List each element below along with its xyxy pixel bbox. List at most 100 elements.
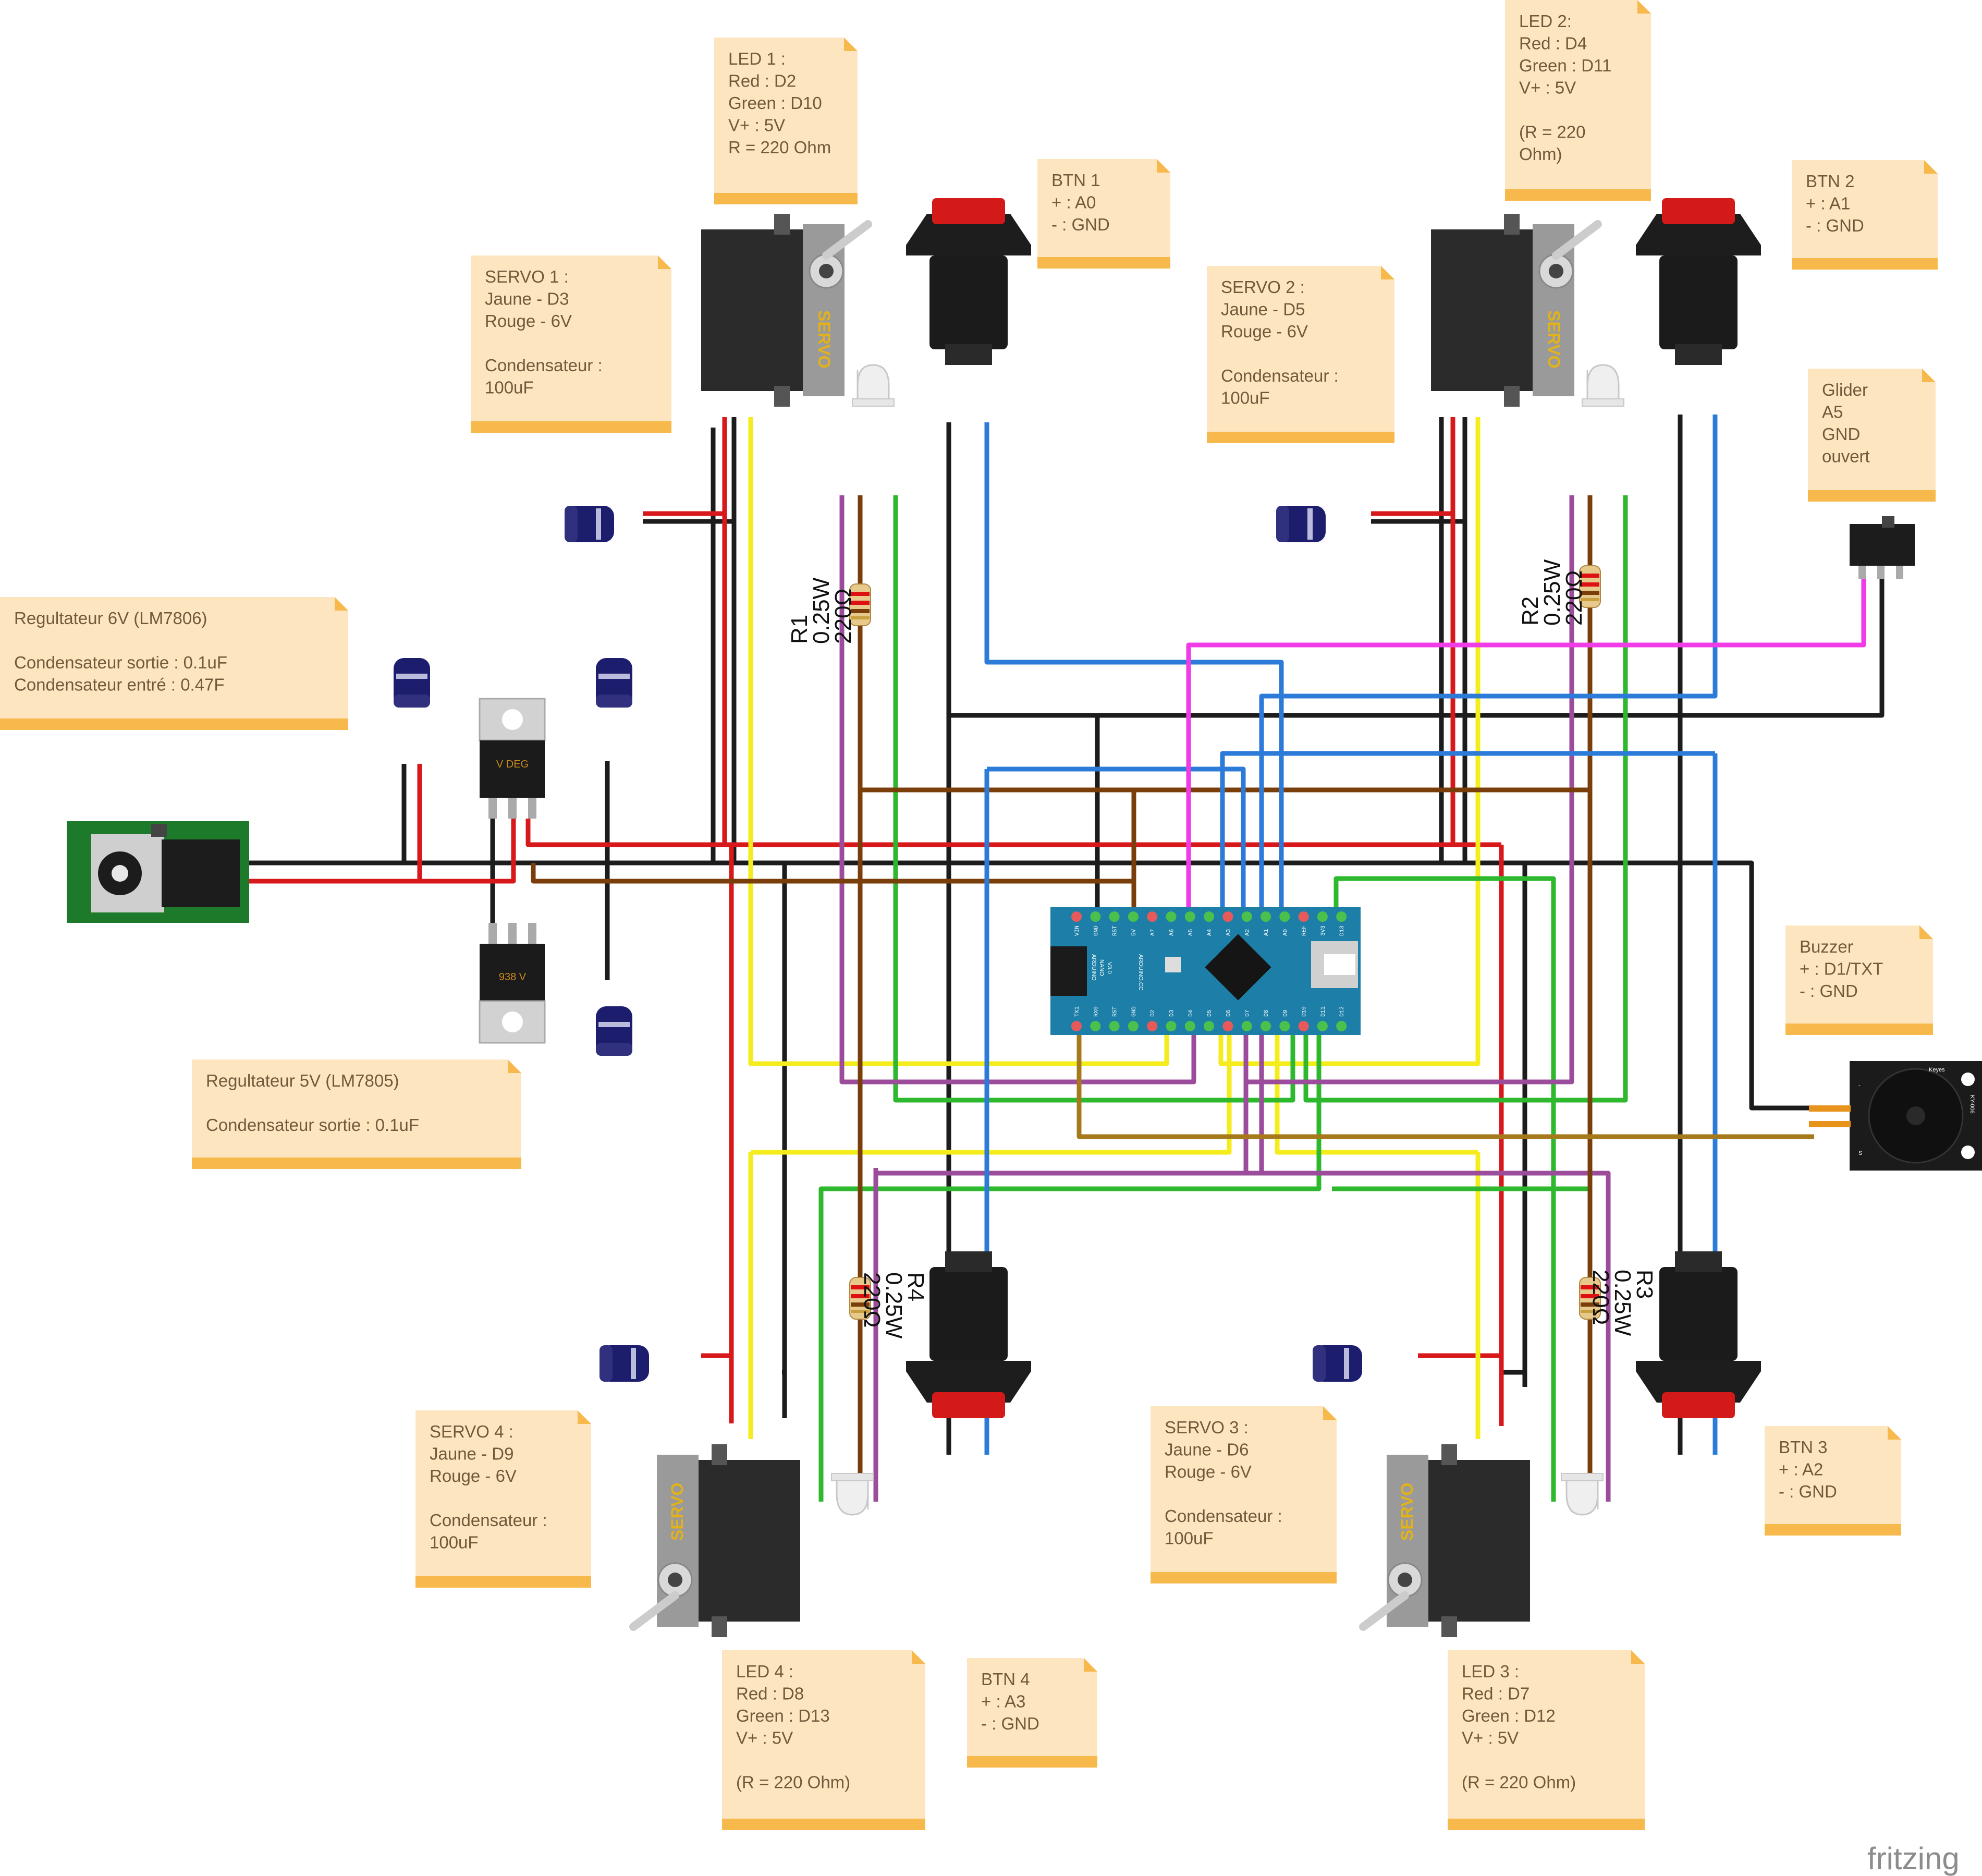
nano-pin (1204, 911, 1215, 922)
note-reg5: Regultateur 5V (LM7805)Condensateur sort… (192, 1059, 521, 1169)
button-1 (906, 198, 1031, 365)
nano-pin (1279, 1021, 1290, 1031)
nano-pin-label: REF (1302, 925, 1308, 936)
nano-model: NANO (1098, 959, 1105, 976)
nano-pin-label: D6 (1226, 1010, 1232, 1017)
glider-wire (1186, 576, 1866, 912)
note-servo4-line: 100uF (430, 1533, 479, 1552)
note-btn4: BTN 4+ : A3- : GND (967, 1658, 1097, 1768)
nano-pin (1109, 911, 1120, 922)
nano-pin-label: D9 (1282, 1010, 1289, 1017)
capacitor-servo-3 (1313, 1345, 1362, 1382)
led-4 (830, 1472, 874, 1516)
buzzer-brand-label: Keyes (1929, 1067, 1945, 1073)
note-led2-line: Ohm) (1519, 144, 1562, 164)
note-btn3-line: + : A2 (1779, 1460, 1823, 1479)
note-led4-line: Green : D13 (736, 1706, 830, 1725)
servo-2-label: SERVO (1545, 310, 1563, 368)
note-led1-line: Green : D10 (728, 93, 822, 113)
note-servo2-line: Jaune - D5 (1221, 300, 1305, 319)
nano-pin-label: RX0 (1093, 1006, 1099, 1017)
capacitor-input (394, 658, 430, 708)
nano-pin (1147, 911, 1158, 922)
nano-pin (1241, 1021, 1252, 1031)
nano-site: ARDUINO.CC (1137, 954, 1144, 991)
nano-pin (1317, 1021, 1328, 1031)
note-led2-line: (R = 220 (1519, 123, 1586, 142)
servo-1: SERVO (701, 214, 868, 407)
capacitor-servo-2 (1276, 506, 1326, 542)
regulator-5v-label: 938 V (499, 971, 527, 983)
note-led4-line: V+ : 5V (736, 1728, 793, 1748)
nano-pin-label: D2 (1150, 1010, 1156, 1017)
nano-pin (1298, 1021, 1309, 1031)
nano-brand: ARDUINO (1091, 954, 1097, 981)
r1-name: R1 (787, 615, 812, 644)
nano-pin (1279, 911, 1290, 922)
capacitor-6v-output (596, 658, 632, 708)
nano-pin (1261, 911, 1271, 922)
note-servo2-line: SERVO 2 : (1221, 277, 1305, 297)
nano-pin (1336, 1021, 1347, 1031)
nano-pin (1109, 1021, 1120, 1031)
nano-pin-label: GND (1093, 925, 1099, 936)
buzzer-wire (1076, 1022, 1814, 1139)
note-reg6-line: Regultateur 6V (LM7806) (14, 608, 207, 628)
note-led1-line: V+ : 5V (728, 116, 785, 135)
nano-pin-label: A5 (1188, 929, 1194, 936)
nano-pin-label: D10 (1302, 1006, 1308, 1017)
note-btn4-line: + : A3 (981, 1692, 1025, 1711)
button-wires (984, 415, 1718, 1455)
note-buzzer-line: - : GND (1800, 981, 1858, 1001)
nano-pin (1204, 1021, 1215, 1031)
note-glider-line: A5 (1822, 403, 1843, 422)
nano-version: V3.0 (1106, 962, 1112, 974)
note-btn3: BTN 3+ : A2- : GND (1765, 1426, 1901, 1536)
note-led3-line: V+ : 5V (1462, 1728, 1519, 1748)
note-led1-line: R = 220 Ohm (728, 138, 831, 157)
note-glider-line: ouvert (1822, 447, 1870, 466)
nano-pin-label: A1 (1264, 929, 1270, 936)
note-servo1-line: SERVO 1 : (485, 267, 569, 286)
nano-pin (1261, 1021, 1271, 1031)
nano-pin (1128, 911, 1139, 922)
note-reg5-line: Condensateur sortie : 0.1uF (206, 1115, 419, 1135)
nano-pin (1184, 911, 1195, 922)
nano-pin (1071, 1021, 1082, 1031)
note-servo1-line: 100uF (485, 378, 534, 397)
nano-pin (1241, 911, 1252, 922)
r4-power: 0.25W (881, 1272, 907, 1339)
servo-3-label: SERVO (1398, 1483, 1416, 1541)
nano-pin (1147, 1021, 1158, 1031)
note-servo3-line: 100uF (1165, 1529, 1214, 1548)
note-led2-line: V+ : 5V (1519, 78, 1576, 98)
note-buzzer-line: Buzzer (1800, 937, 1853, 956)
note-btn1-line: BTN 1 (1051, 170, 1100, 190)
note-led3-line: Red : D7 (1462, 1684, 1530, 1703)
nano-pin-label: VIN (1074, 925, 1081, 936)
note-btn1-line: + : A0 (1051, 193, 1096, 212)
note-led2-line: Green : D11 (1519, 56, 1611, 75)
led-2 (1581, 364, 1625, 407)
capacitor-5v-output (596, 1006, 632, 1056)
note-buzzer: Buzzer + : D1/TXT- : GND (1785, 925, 1933, 1035)
note-reg6-line: Condensateur entré : 0.47F (14, 675, 225, 695)
note-servo3-line: Condensateur : (1165, 1506, 1282, 1526)
note-reg6: Regultateur 6V (LM7806)Condensateur sort… (0, 597, 348, 730)
note-led3-line: Green : D12 (1462, 1706, 1556, 1725)
nano-pin (1090, 1021, 1101, 1031)
r4-name: R4 (903, 1272, 928, 1301)
regulator-6v-label: V DEG (496, 759, 529, 770)
buzzer-model-label: KY-006 (1969, 1095, 1975, 1114)
nano-pin (1298, 911, 1309, 922)
servo-2: SERVO (1431, 214, 1598, 407)
r2-name: R2 (1518, 596, 1543, 626)
note-buzzer-line: + : D1/TXT (1800, 959, 1883, 979)
nano-pin-label: A7 (1150, 929, 1156, 936)
note-servo4-line: Jaune - D9 (430, 1444, 513, 1464)
r3-power: 0.25W (1610, 1270, 1635, 1336)
